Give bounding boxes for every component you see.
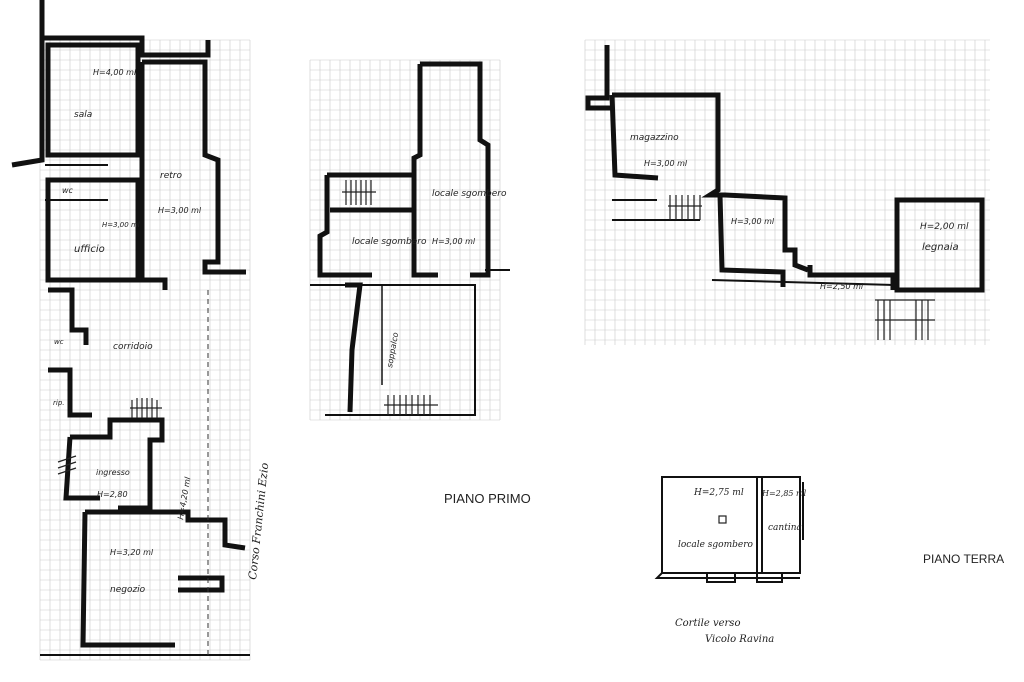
room-height: H=2,00 ml — [920, 222, 969, 232]
room-label: rip. — [53, 399, 65, 407]
stair-ingresso — [130, 398, 162, 418]
room-height: H=3,00 ml — [432, 237, 476, 246]
stair-entrance — [57, 455, 77, 475]
room-height: H=3,20 ml — [110, 548, 154, 557]
right-sheet — [585, 45, 985, 340]
room-height: H=2,50 ml — [820, 282, 864, 291]
courtyard-note-line1: Cortile verso — [675, 618, 740, 629]
room-height: H=2,80 — [97, 490, 128, 499]
room-label: corridoio — [113, 342, 153, 352]
floor-title: PIANO PRIMO — [444, 491, 531, 506]
stair-magazzino — [668, 195, 702, 220]
stair-lower — [384, 395, 438, 415]
room-label: wc — [62, 186, 74, 195]
stair-legnaia — [875, 299, 935, 340]
room-height: H=3,00 ml — [102, 221, 140, 229]
room-height: H=3,00 ml — [731, 217, 775, 226]
room-label: sala — [74, 110, 92, 120]
room-height: H=3,00 ml — [158, 206, 202, 215]
room-label: cantina — [768, 523, 802, 533]
left-sheet — [11, 0, 250, 656]
room-height: H=2,75 ml — [693, 488, 744, 498]
room-label: negozio — [110, 585, 146, 595]
middle-sheet — [310, 61, 510, 416]
room-label: locale sgombero — [432, 189, 507, 199]
room-label: wc — [54, 338, 64, 346]
room-label: locale sgombero — [678, 540, 753, 550]
room-label: locale sgombero — [352, 237, 427, 247]
room-height: H=2,85 ml — [761, 489, 807, 498]
room-label: magazzino — [630, 133, 679, 143]
room-label: retro — [160, 171, 182, 181]
room-label: ingresso — [96, 468, 130, 477]
floor-title: PIANO TERRA — [923, 552, 1004, 566]
room-label: ufficio — [74, 244, 105, 255]
room-label: legnaia — [922, 242, 959, 253]
room-height: H=4,00 ml — [93, 68, 137, 77]
stair-upper — [342, 180, 376, 205]
graph-grid — [39, 39, 990, 661]
cellar-sheet — [654, 476, 804, 583]
courtyard-note-line2: Vicolo Ravina — [705, 634, 774, 645]
room-height: H=3,00 ml — [644, 159, 688, 168]
